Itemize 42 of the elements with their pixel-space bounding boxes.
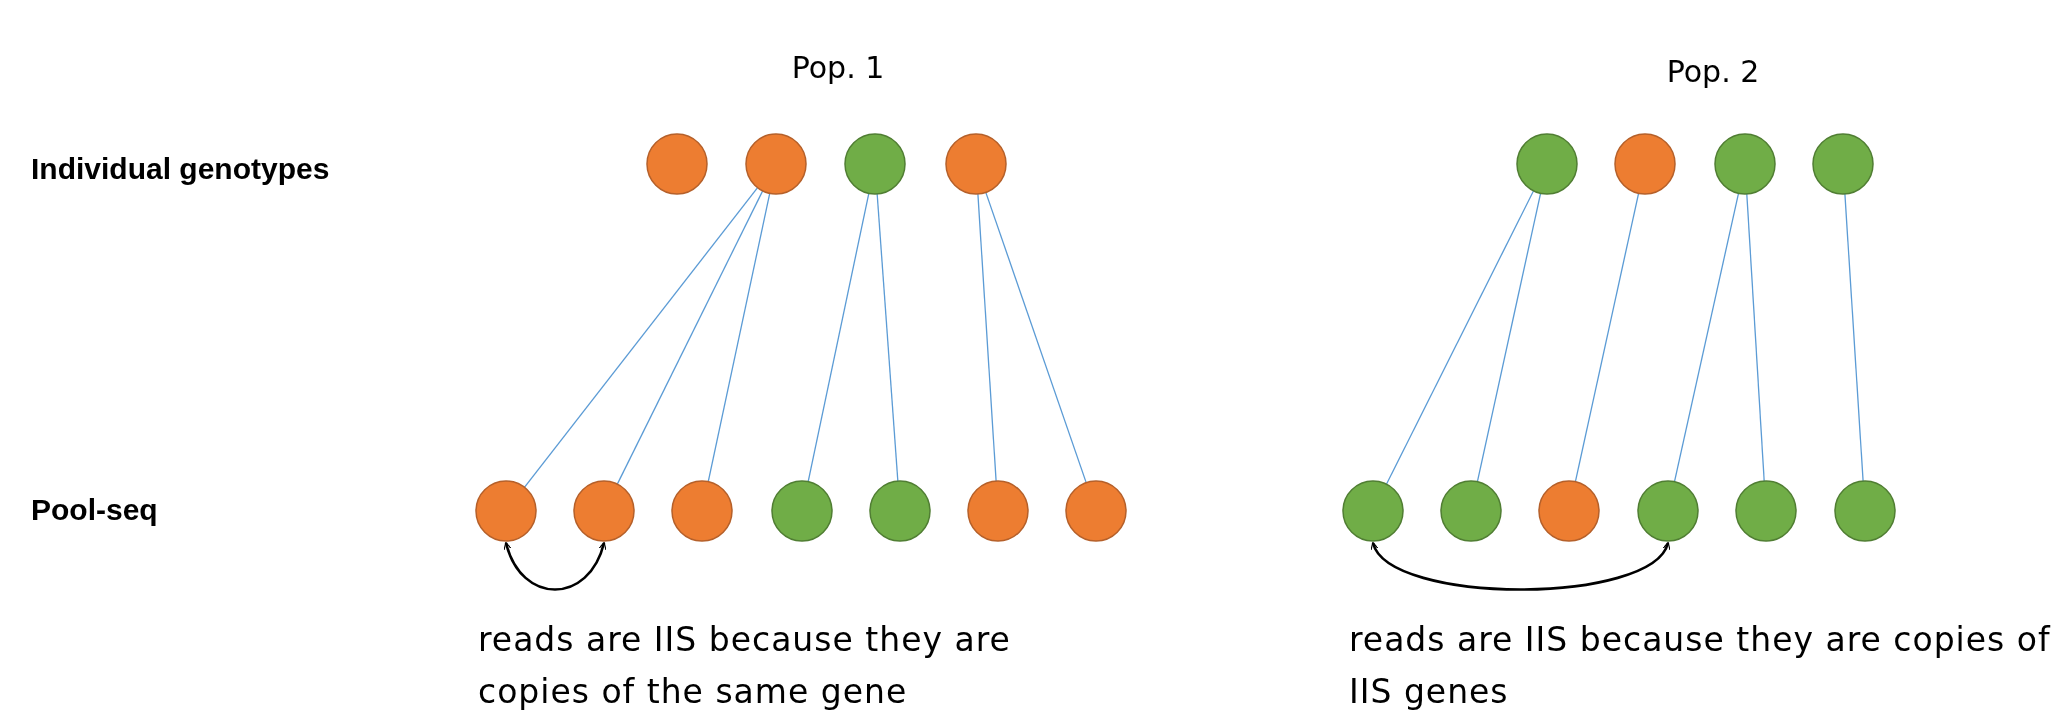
genotype-circle — [844, 133, 906, 195]
connector-line — [807, 192, 870, 483]
connector-line — [985, 191, 1087, 484]
double-arrow — [504, 541, 606, 591]
genotype-circle — [475, 480, 537, 542]
population-label: Pop. 1 — [791, 49, 885, 87]
genotype-circle — [646, 133, 708, 195]
connector-line — [1844, 193, 1864, 482]
genotype-circle — [1538, 480, 1600, 542]
connector-line — [616, 190, 764, 485]
double-arrow — [1371, 541, 1670, 591]
connector-line — [1746, 193, 1765, 482]
row-label: Individual genotypes — [31, 151, 330, 187]
note-text: reads are IIS because they are copies of the same gene — [478, 619, 1012, 713]
genotype-circle — [1812, 133, 1874, 195]
genotype-circle — [771, 480, 833, 542]
genotype-circle — [1637, 480, 1699, 542]
genotype-circle — [745, 133, 807, 195]
genotype-circle — [573, 480, 635, 542]
genotype-circle — [1614, 133, 1676, 195]
note-text: reads are IIS because they are copies of IIS genes — [1349, 619, 2052, 713]
genotype-circle — [1342, 480, 1404, 542]
connector-line — [707, 192, 771, 483]
genotype-circle — [1714, 133, 1776, 195]
genotype-circle — [967, 480, 1029, 542]
genotype-circle — [869, 480, 931, 542]
row-label: Pool-seq — [31, 492, 158, 528]
connector-line — [1574, 192, 1640, 483]
genotype-circle — [945, 133, 1007, 195]
population-label: Pop. 2 — [1666, 53, 1760, 91]
connector-line — [1476, 192, 1542, 483]
genotype-circle — [1516, 133, 1578, 195]
genotype-circle — [1834, 480, 1896, 542]
genotype-circle — [671, 480, 733, 542]
genotype-circle — [1065, 480, 1127, 542]
genotype-circle — [1735, 480, 1797, 542]
connector-line — [1673, 192, 1740, 483]
genotype-circle — [1440, 480, 1502, 542]
connector-line — [523, 187, 759, 488]
connector-line — [1385, 190, 1535, 485]
connector-line — [977, 193, 997, 482]
connector-line — [876, 193, 899, 482]
